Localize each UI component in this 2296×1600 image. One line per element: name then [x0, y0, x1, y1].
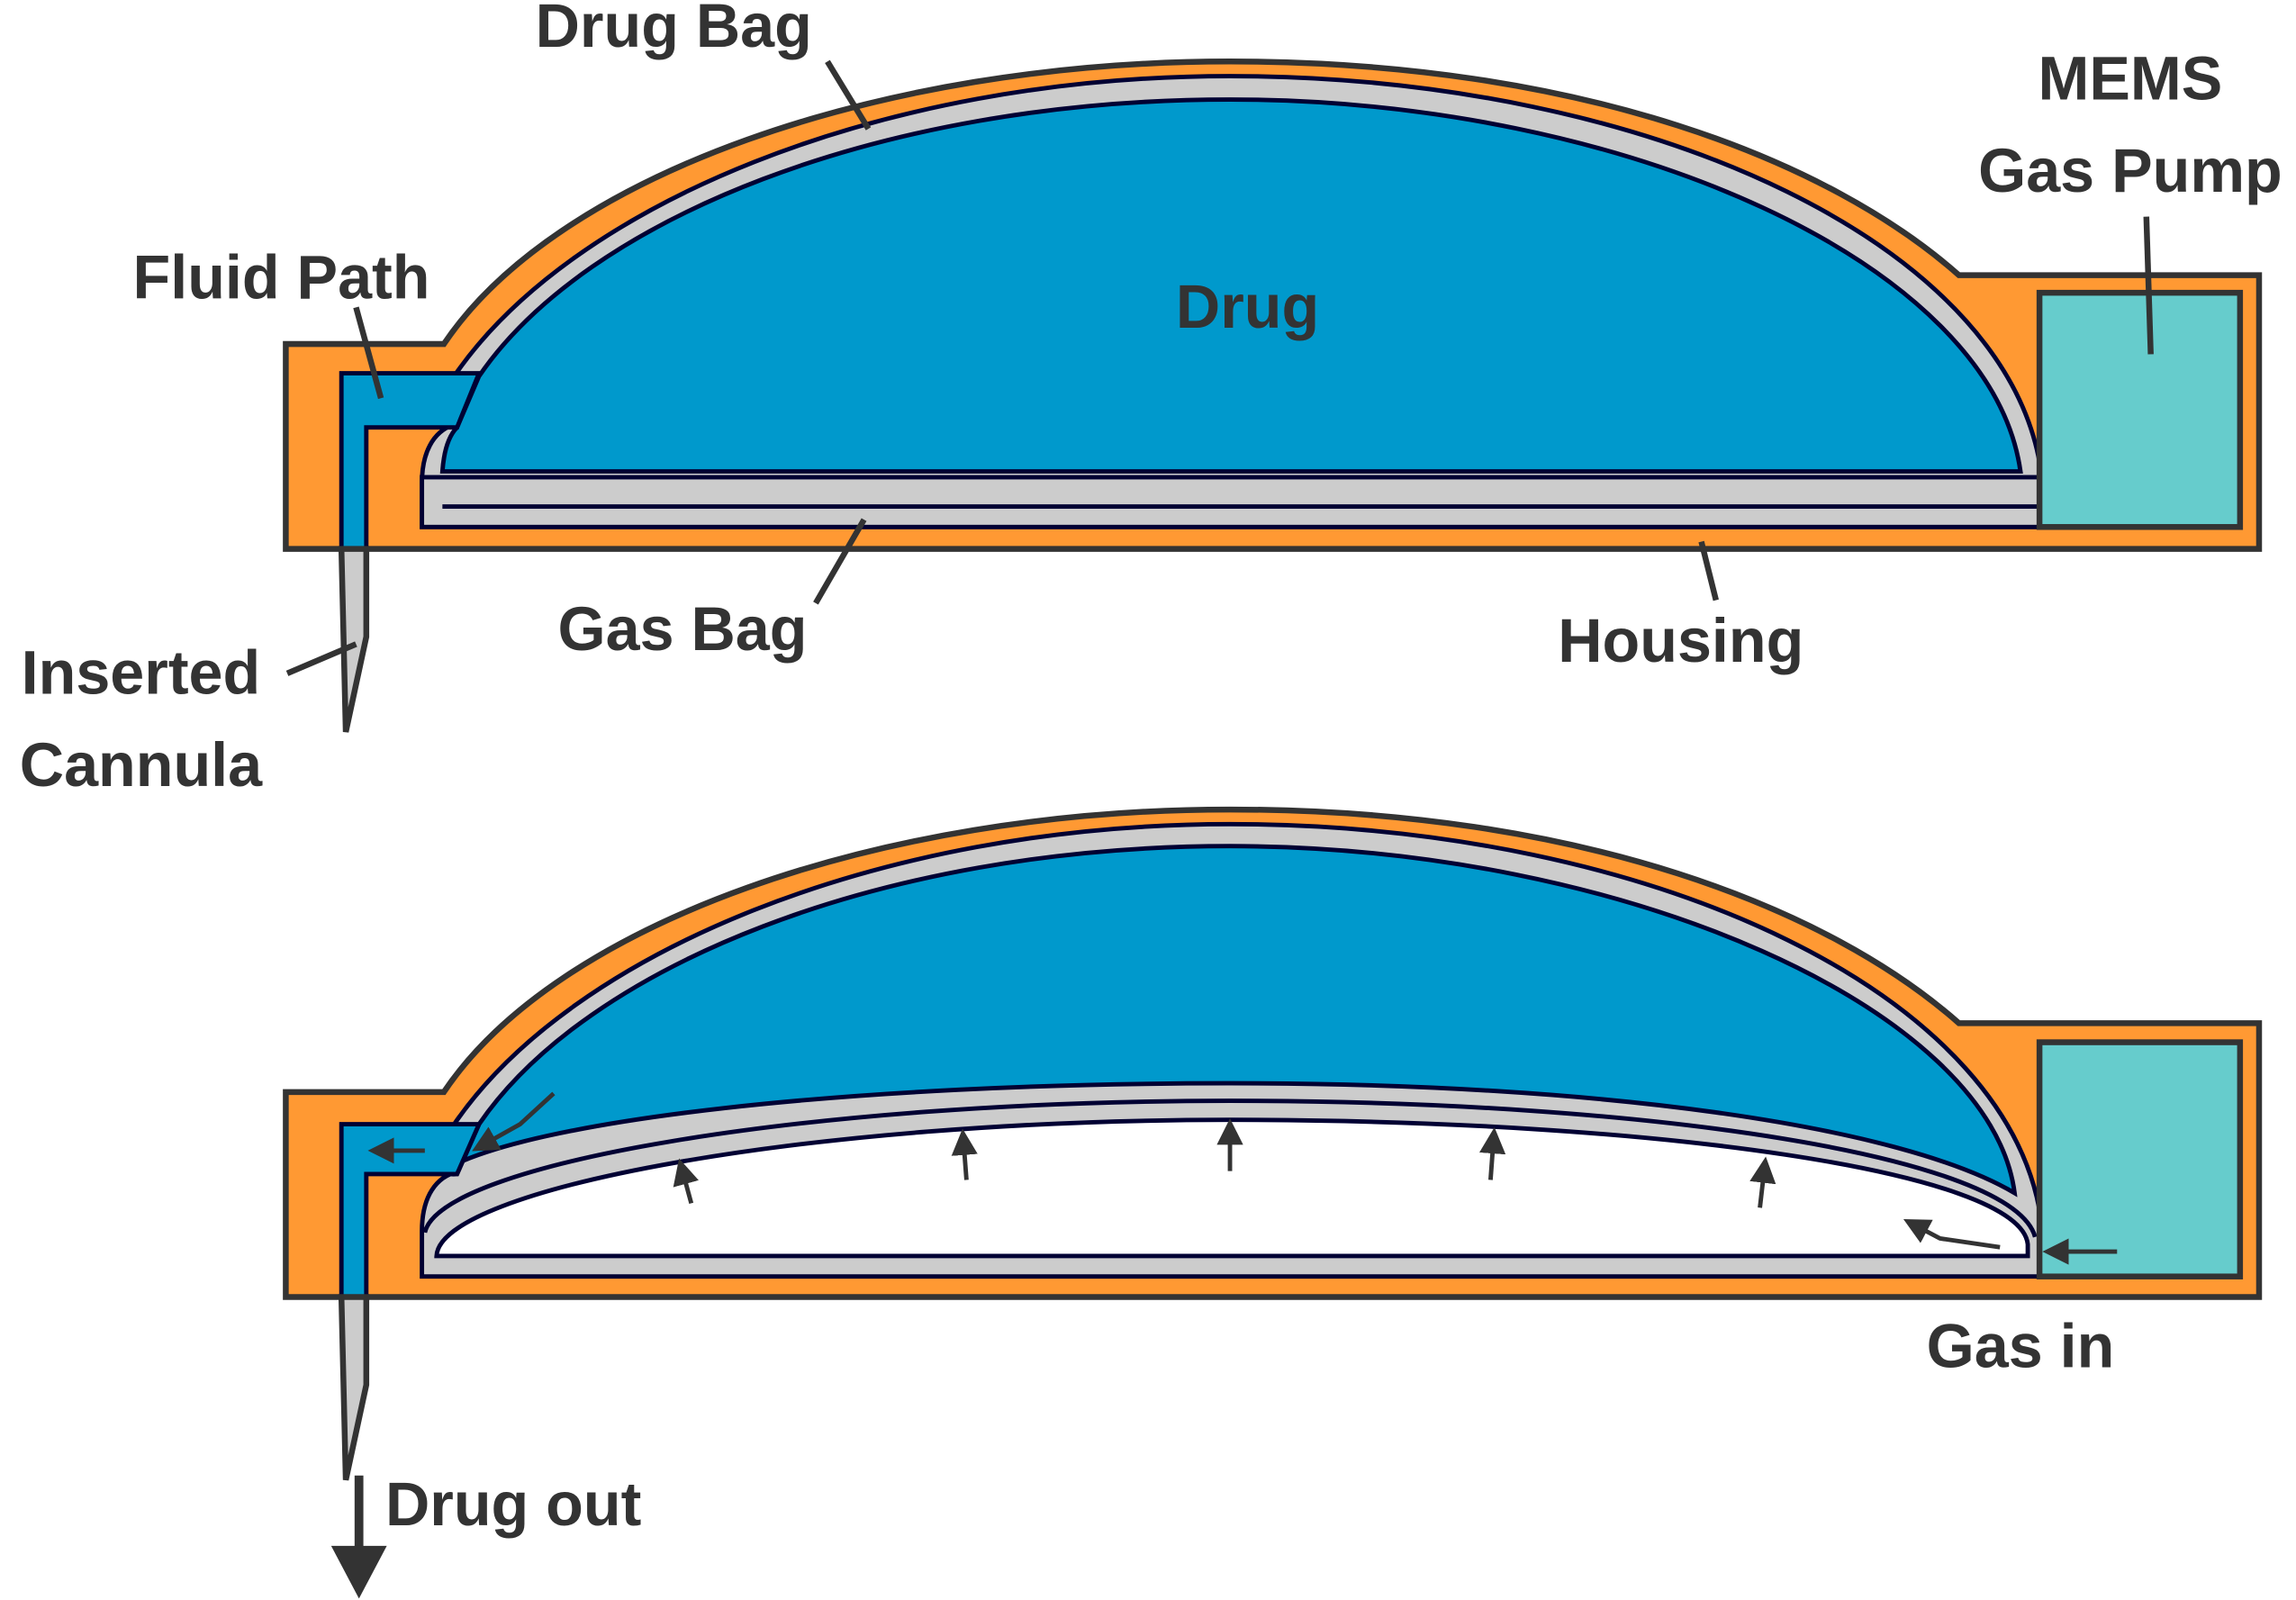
device-dispensing — [283, 806, 2263, 1599]
label-gas-pump: Gas Pump — [1978, 137, 2282, 205]
label-gas-bag: Gas Bag — [558, 595, 808, 664]
arrow-up-icon — [1479, 1126, 1506, 1180]
label-drug: Drug — [1176, 273, 1319, 341]
label-cannula: Cannula — [20, 731, 263, 800]
flow-arrows — [367, 1091, 2118, 1265]
label-mems: MEMS — [2038, 45, 2223, 113]
gas-bag-gas — [434, 1117, 2030, 1259]
leader-cannula — [285, 641, 357, 676]
drug-out-arrow-icon — [330, 1475, 387, 1599]
gas-bag-membrane — [422, 1098, 2038, 1238]
inserted-cannula — [338, 1294, 370, 1481]
device-full — [283, 59, 2263, 733]
leader-fluid-path — [353, 306, 384, 400]
leader-mems — [2143, 216, 2154, 355]
arrow-up-icon — [951, 1128, 978, 1180]
inserted-cannula — [338, 546, 370, 733]
mems-gas-pump — [2036, 289, 2244, 530]
leader-gas-bag — [813, 518, 867, 605]
drug — [439, 97, 2023, 474]
label-gas-in: Gas in — [1927, 1312, 2115, 1380]
label-fluid-path: Fluid Path — [133, 244, 430, 312]
label-inserted: Inserted — [22, 639, 261, 708]
arrow-up-icon — [673, 1158, 699, 1205]
gas-bag — [420, 475, 2042, 529]
leader-drug-bag — [825, 59, 872, 131]
mems-gas-pump — [2036, 1039, 2244, 1279]
drug — [434, 844, 2018, 1198]
arrow-up-icon — [1749, 1156, 1776, 1208]
label-drug-bag: Drug Bag — [536, 0, 812, 60]
label-housing: Housing — [1558, 607, 1803, 675]
arrow-drug-exit-icon — [472, 1091, 556, 1152]
leader-housing — [1698, 540, 1719, 601]
label-drug-out: Drug out — [385, 1470, 641, 1539]
arrow-gas-flow-icon — [1903, 1218, 2001, 1250]
